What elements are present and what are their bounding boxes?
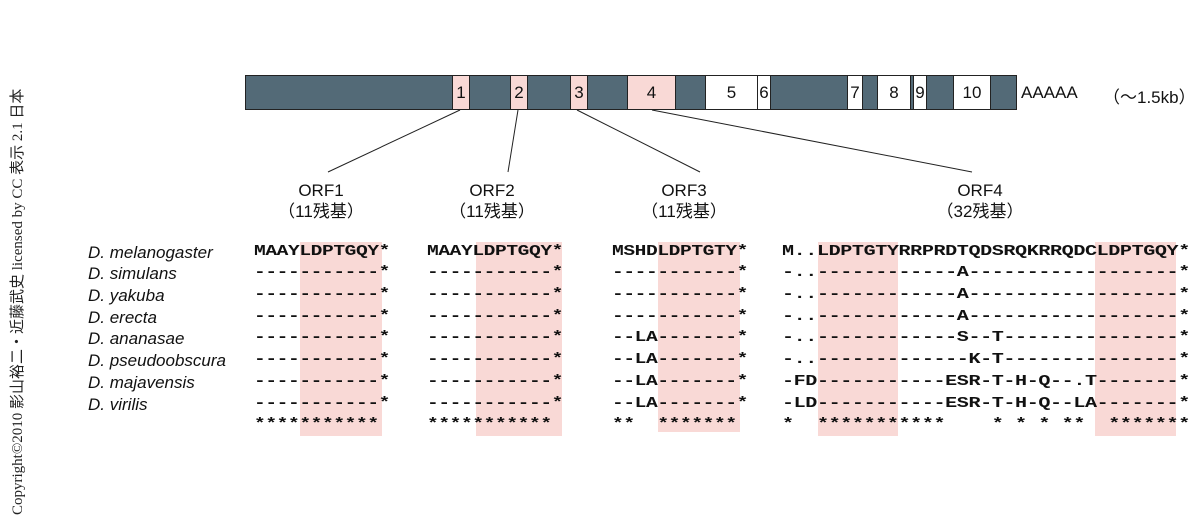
sequence-row: --LA-------* — [612, 352, 749, 368]
gene-structure-bar: 1 2 3 4 5 6 7 8 9 10 — [245, 75, 1017, 110]
species-name: D. yakuba — [88, 286, 165, 305]
sequence-row: -..------------A------------------* — [782, 265, 1190, 281]
sequence-row: -----------* — [612, 287, 749, 303]
orf2-name: ORF2 — [469, 181, 515, 200]
motif-highlight-orf3 — [658, 242, 740, 432]
sequence-row: -..-------------K-T---------------* — [782, 352, 1190, 368]
sequence-row: -----------* — [254, 265, 391, 281]
sequence-row: --LA-------* — [612, 374, 749, 390]
exon-3: 3 — [570, 75, 588, 110]
transcript-size: （〜1.5kb） — [1103, 88, 1196, 107]
conservation-row: *********** — [254, 417, 379, 433]
sequence-row: -----------* — [427, 374, 564, 390]
orf1-name: ORF1 — [298, 181, 344, 200]
sequence-row: M..LDPTGTYRRPRDTQDSRQKRRQDCLDPTGQY* — [782, 244, 1190, 260]
species-name: D. pseudoobscura — [88, 351, 226, 370]
sequence-row: -----------* — [427, 265, 564, 281]
orf4-label: ORF4 （32残基） — [910, 180, 1050, 222]
species-name: D. erecta — [88, 308, 157, 327]
exon-2: 2 — [510, 75, 528, 110]
connector-orf4 — [651, 109, 973, 173]
poly-a-tail: AAAAA — [1021, 83, 1078, 102]
orf3-name: ORF3 — [661, 181, 707, 200]
conservation-row: *********** — [427, 417, 552, 433]
conservation-row: * *********** * * * ** ******* — [782, 417, 1190, 433]
conservation-row: ** ******* — [612, 417, 737, 433]
sequence-row: -----------* — [254, 287, 391, 303]
sequence-row: -----------* — [427, 330, 564, 346]
connector-orf3 — [576, 109, 701, 173]
orf1-label: ORF1 （11残基） — [251, 180, 391, 222]
connector-orf1 — [327, 109, 461, 173]
motif-highlight-orf1 — [300, 242, 382, 436]
species-name: D. virilis — [88, 395, 148, 414]
connector-orf2 — [507, 109, 519, 173]
orf3-length: （11残基） — [641, 202, 727, 221]
sequence-row: -----------* — [427, 287, 564, 303]
exon-10: 10 — [953, 75, 991, 110]
sequence-row: -----------* — [254, 309, 391, 325]
orf2-label: ORF2 （11残基） — [422, 180, 562, 222]
motif-highlight-orf2 — [476, 242, 562, 436]
sequence-row: MAAYLDPTGQY* — [427, 244, 564, 260]
sequence-row: -----------* — [254, 330, 391, 346]
sequence-row: -..------------A------------------* — [782, 287, 1190, 303]
copyright-notice: Copyright©2010 影山裕二・近藤武史 licensed by CC … — [10, 88, 26, 515]
exon-9: 9 — [913, 75, 927, 110]
sequence-row: -----------* — [612, 265, 749, 281]
species-name: D. majavensis — [88, 373, 195, 392]
orf2-length: （11残基） — [449, 202, 535, 221]
sequence-row: -----------* — [254, 396, 391, 412]
sequence-row: -..------------S--T---------------* — [782, 330, 1190, 346]
sequence-row: MSHDLDPTGTY* — [612, 244, 749, 260]
motif-highlight-orf4a — [818, 242, 898, 436]
exon-5: 5 — [705, 75, 758, 110]
species-name: D. simulans — [88, 264, 177, 283]
exon-4: 4 — [627, 75, 676, 110]
sequence-row: --LA-------* — [612, 396, 749, 412]
sequence-row: MAAYLDPTGQY* — [254, 244, 391, 260]
orf3-label: ORF3 （11残基） — [614, 180, 754, 222]
sequence-row: --LA-------* — [612, 330, 749, 346]
sequence-row: -FD-----------ESR-T-H-Q--.T-------* — [782, 374, 1190, 390]
sequence-row: -..------------A------------------* — [782, 309, 1190, 325]
species-name: D. melanogaster — [88, 243, 213, 262]
exon-6: 6 — [757, 75, 771, 110]
sequence-row: -----------* — [254, 352, 391, 368]
species-name: D. ananasae — [88, 329, 185, 348]
orf4-name: ORF4 — [957, 181, 1003, 200]
exon-8: 8 — [877, 75, 911, 110]
exon-7: 7 — [847, 75, 863, 110]
sequence-row: -----------* — [427, 396, 564, 412]
sequence-row: -----------* — [254, 374, 391, 390]
orf4-length: （32残基） — [936, 202, 1024, 221]
exon-1: 1 — [452, 75, 470, 110]
sequence-row: -----------* — [612, 309, 749, 325]
orf1-length: （11残基） — [278, 202, 364, 221]
sequence-row: -LD-----------ESR-T-H-Q--LA-------* — [782, 396, 1190, 412]
sequence-row: -----------* — [427, 352, 564, 368]
motif-highlight-orf4b — [1095, 242, 1176, 436]
sequence-row: -----------* — [427, 309, 564, 325]
